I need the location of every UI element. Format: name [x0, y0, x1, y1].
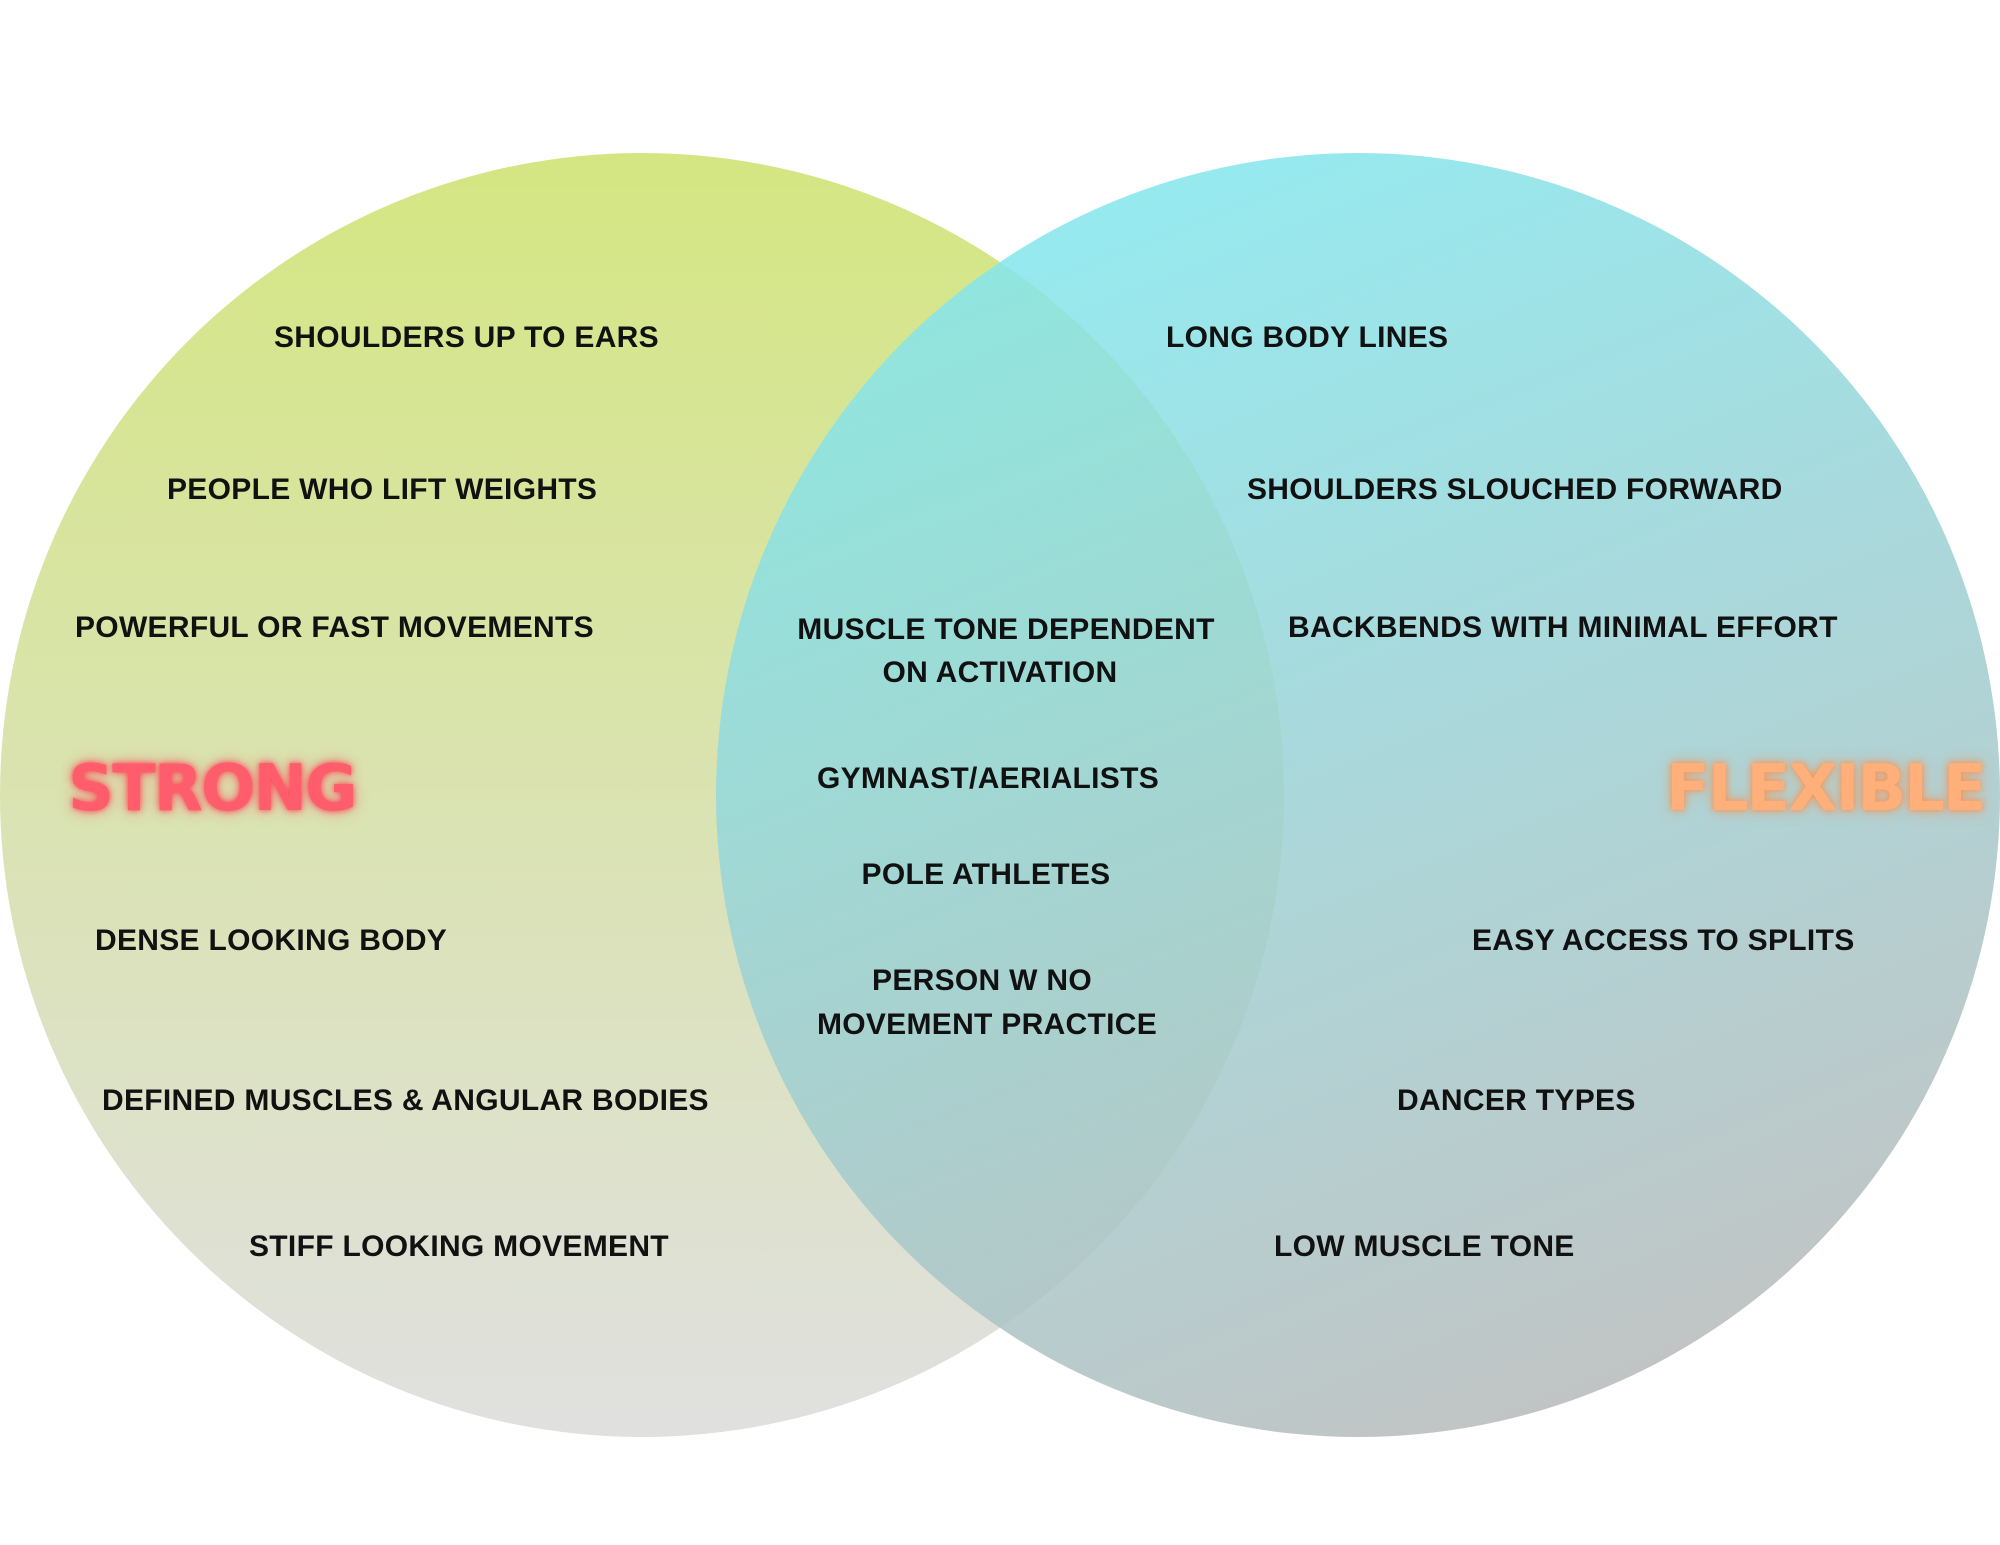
flexible-item: LONG BODY LINES [1166, 321, 1449, 354]
strong-item: DENSE LOOKING BODY [95, 924, 448, 957]
strong-item: STIFF LOOKING MOVEMENT [249, 1230, 669, 1263]
flexible-circle [716, 153, 2000, 1437]
flexible-item: LOW MUSCLE TONE [1274, 1230, 1575, 1263]
overlap-item: PERSON W NO [872, 964, 1092, 997]
flexible-item: EASY ACCESS TO SPLITS [1472, 924, 1855, 957]
strong-item: POWERFUL OR FAST MOVEMENTS [75, 611, 594, 644]
overlap-item: GYMNAST/AERIALISTS [816, 762, 1160, 795]
strong-title: STRONG [68, 752, 358, 826]
flexible-item: BACKBENDS WITH MINIMAL EFFORT [1288, 611, 1838, 644]
overlap-item: ON ACTIVATION [882, 656, 1118, 689]
flexible-title: FLEXIBLE [1666, 752, 1987, 826]
strong-item: DEFINED MUSCLES & ANGULAR BODIES [102, 1084, 709, 1117]
overlap-item: MUSCLE TONE DEPENDENT [797, 613, 1215, 646]
flexible-item: SHOULDERS SLOUCHED FORWARD [1247, 473, 1783, 506]
strong-item: PEOPLE WHO LIFT WEIGHTS [167, 473, 598, 506]
strong-item: SHOULDERS UP TO EARS [274, 321, 659, 354]
overlap-item: MOVEMENT PRACTICE [816, 1008, 1158, 1041]
overlap-item: POLE ATHLETES [861, 858, 1111, 891]
flexible-item: DANCER TYPES [1397, 1084, 1636, 1117]
